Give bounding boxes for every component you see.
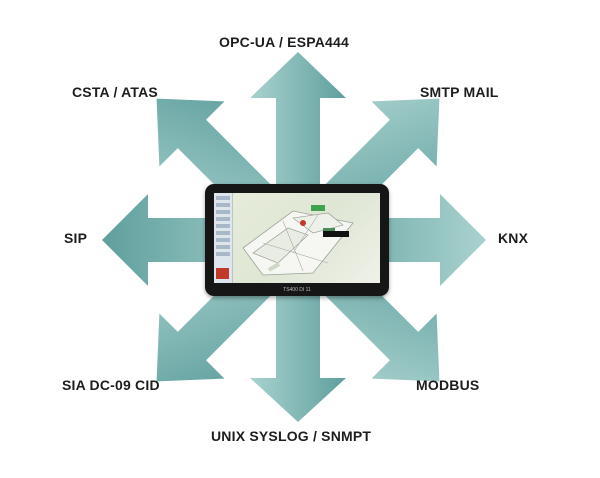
- label-bottom-right: MODBUS: [416, 377, 480, 393]
- arrow-bottom: [250, 240, 346, 422]
- screen-floorplan: [233, 193, 380, 283]
- label-top-right: SMTP MAIL: [420, 84, 499, 100]
- label-top-left: CSTA / ATAS: [72, 84, 158, 100]
- device-model-label: TS400 DI 11: [283, 287, 311, 293]
- label-left: SIP: [64, 230, 88, 246]
- label-right: KNX: [498, 230, 529, 246]
- device-screen: [214, 193, 380, 283]
- label-bottom-left: SIA DC-09 CID: [62, 377, 160, 393]
- arrow-right: [298, 194, 486, 286]
- screen-logo: [216, 268, 229, 279]
- floorplan-drawing: [242, 205, 354, 276]
- label-bottom: UNIX SYSLOG / SNMPT: [211, 428, 372, 444]
- touch-panel-device: TS400 DI 11: [205, 184, 389, 296]
- arrow-top: [250, 52, 346, 240]
- label-top: OPC-UA / ESPA444: [219, 34, 350, 50]
- arrow-left: [102, 194, 298, 286]
- screen-sidebar: [214, 193, 233, 283]
